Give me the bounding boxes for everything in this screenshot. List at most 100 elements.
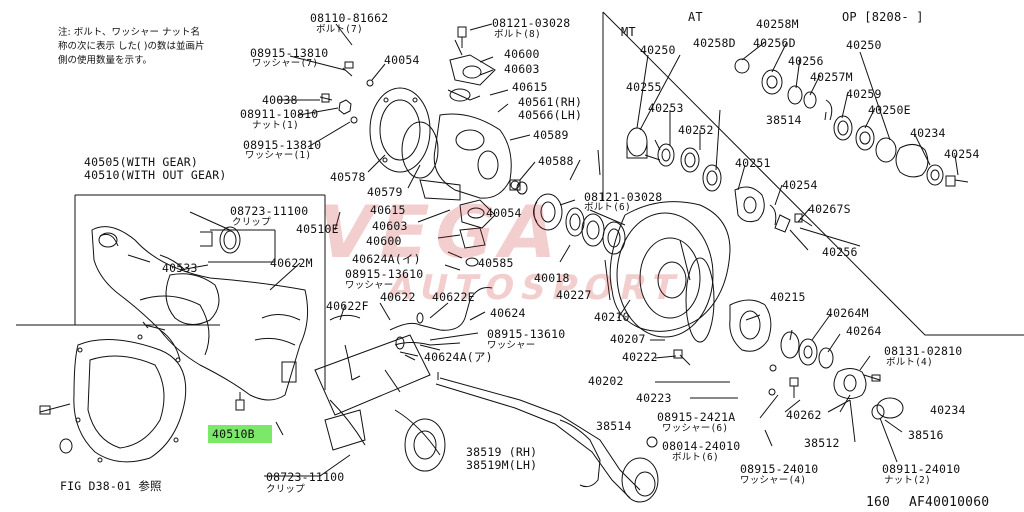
part-label: ワッシャー — [345, 280, 394, 291]
part-label: 40264M — [826, 306, 869, 320]
part-label: 08723-11100 — [230, 204, 309, 218]
part-label: 40615 — [512, 80, 548, 94]
part-label: 08915-2421A — [657, 410, 736, 424]
part-label: 40561(RH) — [518, 95, 583, 109]
part-label: 40579 — [367, 185, 403, 199]
part-label: 40251 — [735, 156, 771, 170]
part-label: 40603 — [372, 219, 408, 233]
part-label: 08915-13810 — [243, 138, 322, 152]
part-label: 38519 (RH) — [466, 445, 538, 459]
part-label: 40259 — [846, 87, 882, 101]
part-label: 38519M(LH) — [466, 458, 538, 472]
page-number: 160 — [866, 495, 891, 510]
part-label: 08915-13810 — [250, 46, 329, 60]
part-label: クリップ — [232, 217, 271, 228]
part-label: 40264 — [846, 324, 882, 338]
legend-at: AT — [688, 10, 703, 24]
part-label: 08723-11100 — [266, 470, 345, 484]
part-label: 40600 — [366, 234, 402, 248]
part-label: ワッシャー — [487, 340, 536, 351]
part-label: 40256 — [822, 245, 858, 259]
part-label: 08911-10810 — [240, 107, 319, 121]
part-label: 38514 — [596, 419, 632, 433]
part-label: 40603 — [504, 62, 540, 76]
part-label: 40054 — [486, 206, 522, 220]
part-label: 08121-03028 — [584, 190, 663, 204]
part-label: 40257M — [810, 70, 853, 84]
part-label: 40255 — [626, 80, 662, 94]
part-label: 40256D — [753, 36, 796, 50]
part-label: ボルト(7) — [316, 24, 363, 35]
part-label: 40624A(ア) — [424, 350, 493, 364]
part-label: ナット(1) — [252, 120, 299, 131]
usage-note: 注: ボルト、ワッシャー ナット名称の次に表示 した( )の数は並画片 側の使用… — [58, 27, 205, 66]
part-label: 40215 — [770, 290, 806, 304]
part-label: 40622F — [326, 299, 369, 313]
part-label: 38512 — [804, 436, 840, 450]
part-label: 40622E — [432, 290, 475, 304]
part-label: 40227 — [556, 288, 592, 302]
part-label: 40600 — [504, 47, 540, 61]
part-label: 40267S — [808, 202, 851, 216]
part-label: ナット(2) — [884, 475, 931, 486]
part-label: 08110-81662 — [310, 11, 389, 25]
part-label: 40054 — [384, 53, 420, 67]
part-label: 40578 — [330, 170, 366, 184]
part-label: 40202 — [588, 374, 624, 388]
part-label: 40589 — [533, 128, 569, 142]
part-label: 08911-24010 — [882, 462, 961, 476]
part-label: ワッシャー(7) — [252, 58, 319, 69]
part-label: 40505(WITH GEAR) — [84, 155, 198, 169]
part-label: 08014-24010 — [662, 439, 741, 453]
part-label: 40615 — [370, 203, 406, 217]
part-label: クリップ — [266, 484, 305, 495]
part-label: 08915-13610 — [487, 327, 566, 341]
part-label: 40210 — [594, 310, 630, 324]
part-label: 40585 — [478, 256, 514, 270]
part-label: 40588 — [538, 154, 574, 168]
part-label: ボルト(4) — [886, 357, 933, 368]
part-label: 40234 — [910, 126, 946, 140]
highlighted-part-marker — [208, 425, 272, 443]
part-label: 40018 — [534, 271, 570, 285]
part-label: ボルト(6) — [672, 452, 719, 463]
part-label: ワッシャー(4) — [740, 475, 807, 486]
part-label: 40533 — [162, 261, 198, 275]
part-label: 40252 — [678, 123, 714, 137]
part-label: 40253 — [648, 101, 684, 115]
figure-reference: FIG D38-01 参照 — [60, 479, 162, 493]
part-label: 40622 — [380, 290, 416, 304]
part-label: ボルト(6) — [584, 202, 631, 213]
part-label: ワッシャー(6) — [662, 423, 729, 434]
part-label: 40250 — [640, 43, 676, 57]
part-label: 40207 — [610, 332, 646, 346]
part-label: 40256 — [788, 54, 824, 68]
drawing-code: AF40010060 — [909, 495, 990, 510]
legend-op: OP [8208- ] — [842, 10, 924, 24]
part-label: 40234 — [930, 403, 966, 417]
part-label: 40254 — [782, 178, 818, 192]
highlighted-part-label: 40510B — [212, 427, 255, 441]
part-label: ボルト(8) — [494, 29, 541, 40]
part-label: 08121-03028 — [492, 16, 571, 30]
watermark-vega: VEGA — [309, 190, 571, 274]
part-label: 38514 — [766, 113, 802, 127]
part-label: 08915-24010 — [740, 462, 819, 476]
part-label: ワッシャー(1) — [245, 150, 312, 161]
part-label: 40510E — [296, 222, 339, 236]
part-label: 08131-02810 — [884, 344, 963, 358]
part-label: 40250E — [868, 103, 911, 117]
part-label: 40258M — [756, 17, 799, 31]
part-label: 40258D — [693, 36, 736, 50]
part-label: 40510(WITH OUT GEAR) — [84, 168, 227, 182]
part-label: 40622M — [270, 256, 313, 270]
part-label: 40222 — [622, 350, 658, 364]
part-label: 40250 — [846, 38, 882, 52]
legend-mt: MT — [621, 25, 636, 39]
part-label: 08915-13610 — [345, 267, 424, 281]
part-label: 40223 — [636, 391, 672, 405]
part-label: 40262 — [786, 408, 822, 422]
part-label: 40624 — [490, 306, 526, 320]
